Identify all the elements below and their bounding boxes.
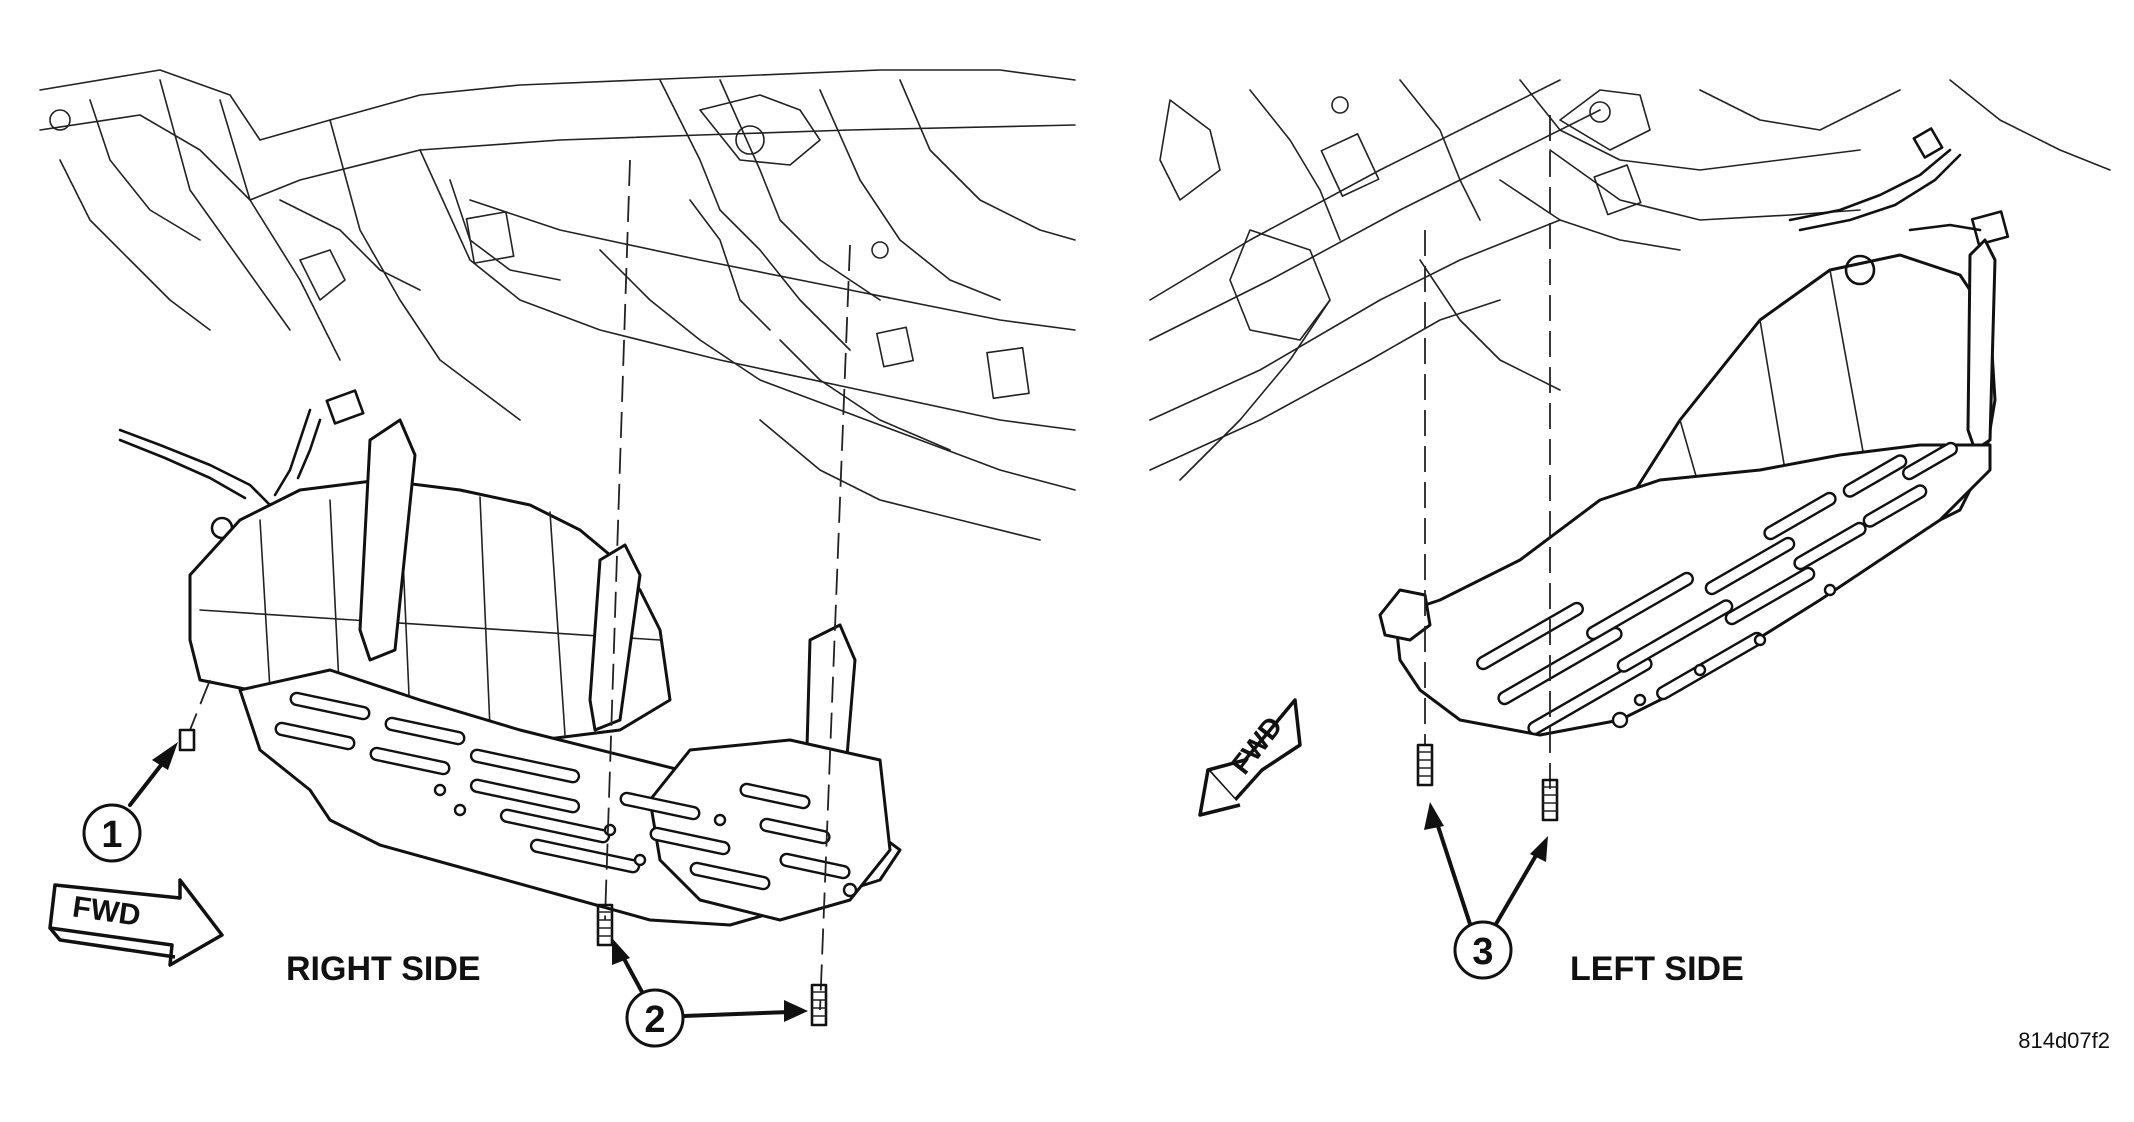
right-chassis-linework <box>39 69 1076 541</box>
callout-2: 2 <box>612 938 808 1048</box>
right-skid-plate <box>238 668 902 927</box>
callout-circle-icon <box>1453 920 1513 980</box>
left-side-illustration: 3 FWD LEFT SIDE <box>1149 79 2111 988</box>
right-side-label: RIGHT SIDE <box>286 950 481 988</box>
left-skid-plate <box>1378 441 1992 737</box>
callout-1: 1 <box>82 742 178 863</box>
callout-3-number: 3 <box>1472 931 1493 973</box>
callout-1-number: 1 <box>101 814 122 856</box>
right-side-illustration: 1 2 FWD RIGHT SIDE <box>39 69 1076 1048</box>
right-wiring-harness <box>118 389 365 540</box>
callout-3: 3 <box>1424 802 1548 980</box>
callout-2-number: 2 <box>644 999 665 1041</box>
left-bolt-alignment-lines <box>1424 115 1551 790</box>
left-wiring-harness <box>1788 127 2010 246</box>
right-bolt-alignment-lines <box>189 159 851 1011</box>
left-side-label: LEFT SIDE <box>1570 950 1744 988</box>
left-chassis-linework <box>1149 79 2111 481</box>
fwd-arrow-icon: FWD <box>1198 698 1302 817</box>
bolt-icon <box>1416 743 1559 822</box>
fwd-arrow-icon: FWD <box>48 878 224 967</box>
callout-circle-icon <box>82 803 142 863</box>
left-skid-slots <box>1476 441 1958 736</box>
callout-circle-icon <box>625 988 685 1048</box>
bolt-icon <box>178 728 828 1027</box>
right-skid-slots <box>274 691 858 898</box>
figure-reference-code: 814d07f2 <box>2018 1028 2110 1053</box>
